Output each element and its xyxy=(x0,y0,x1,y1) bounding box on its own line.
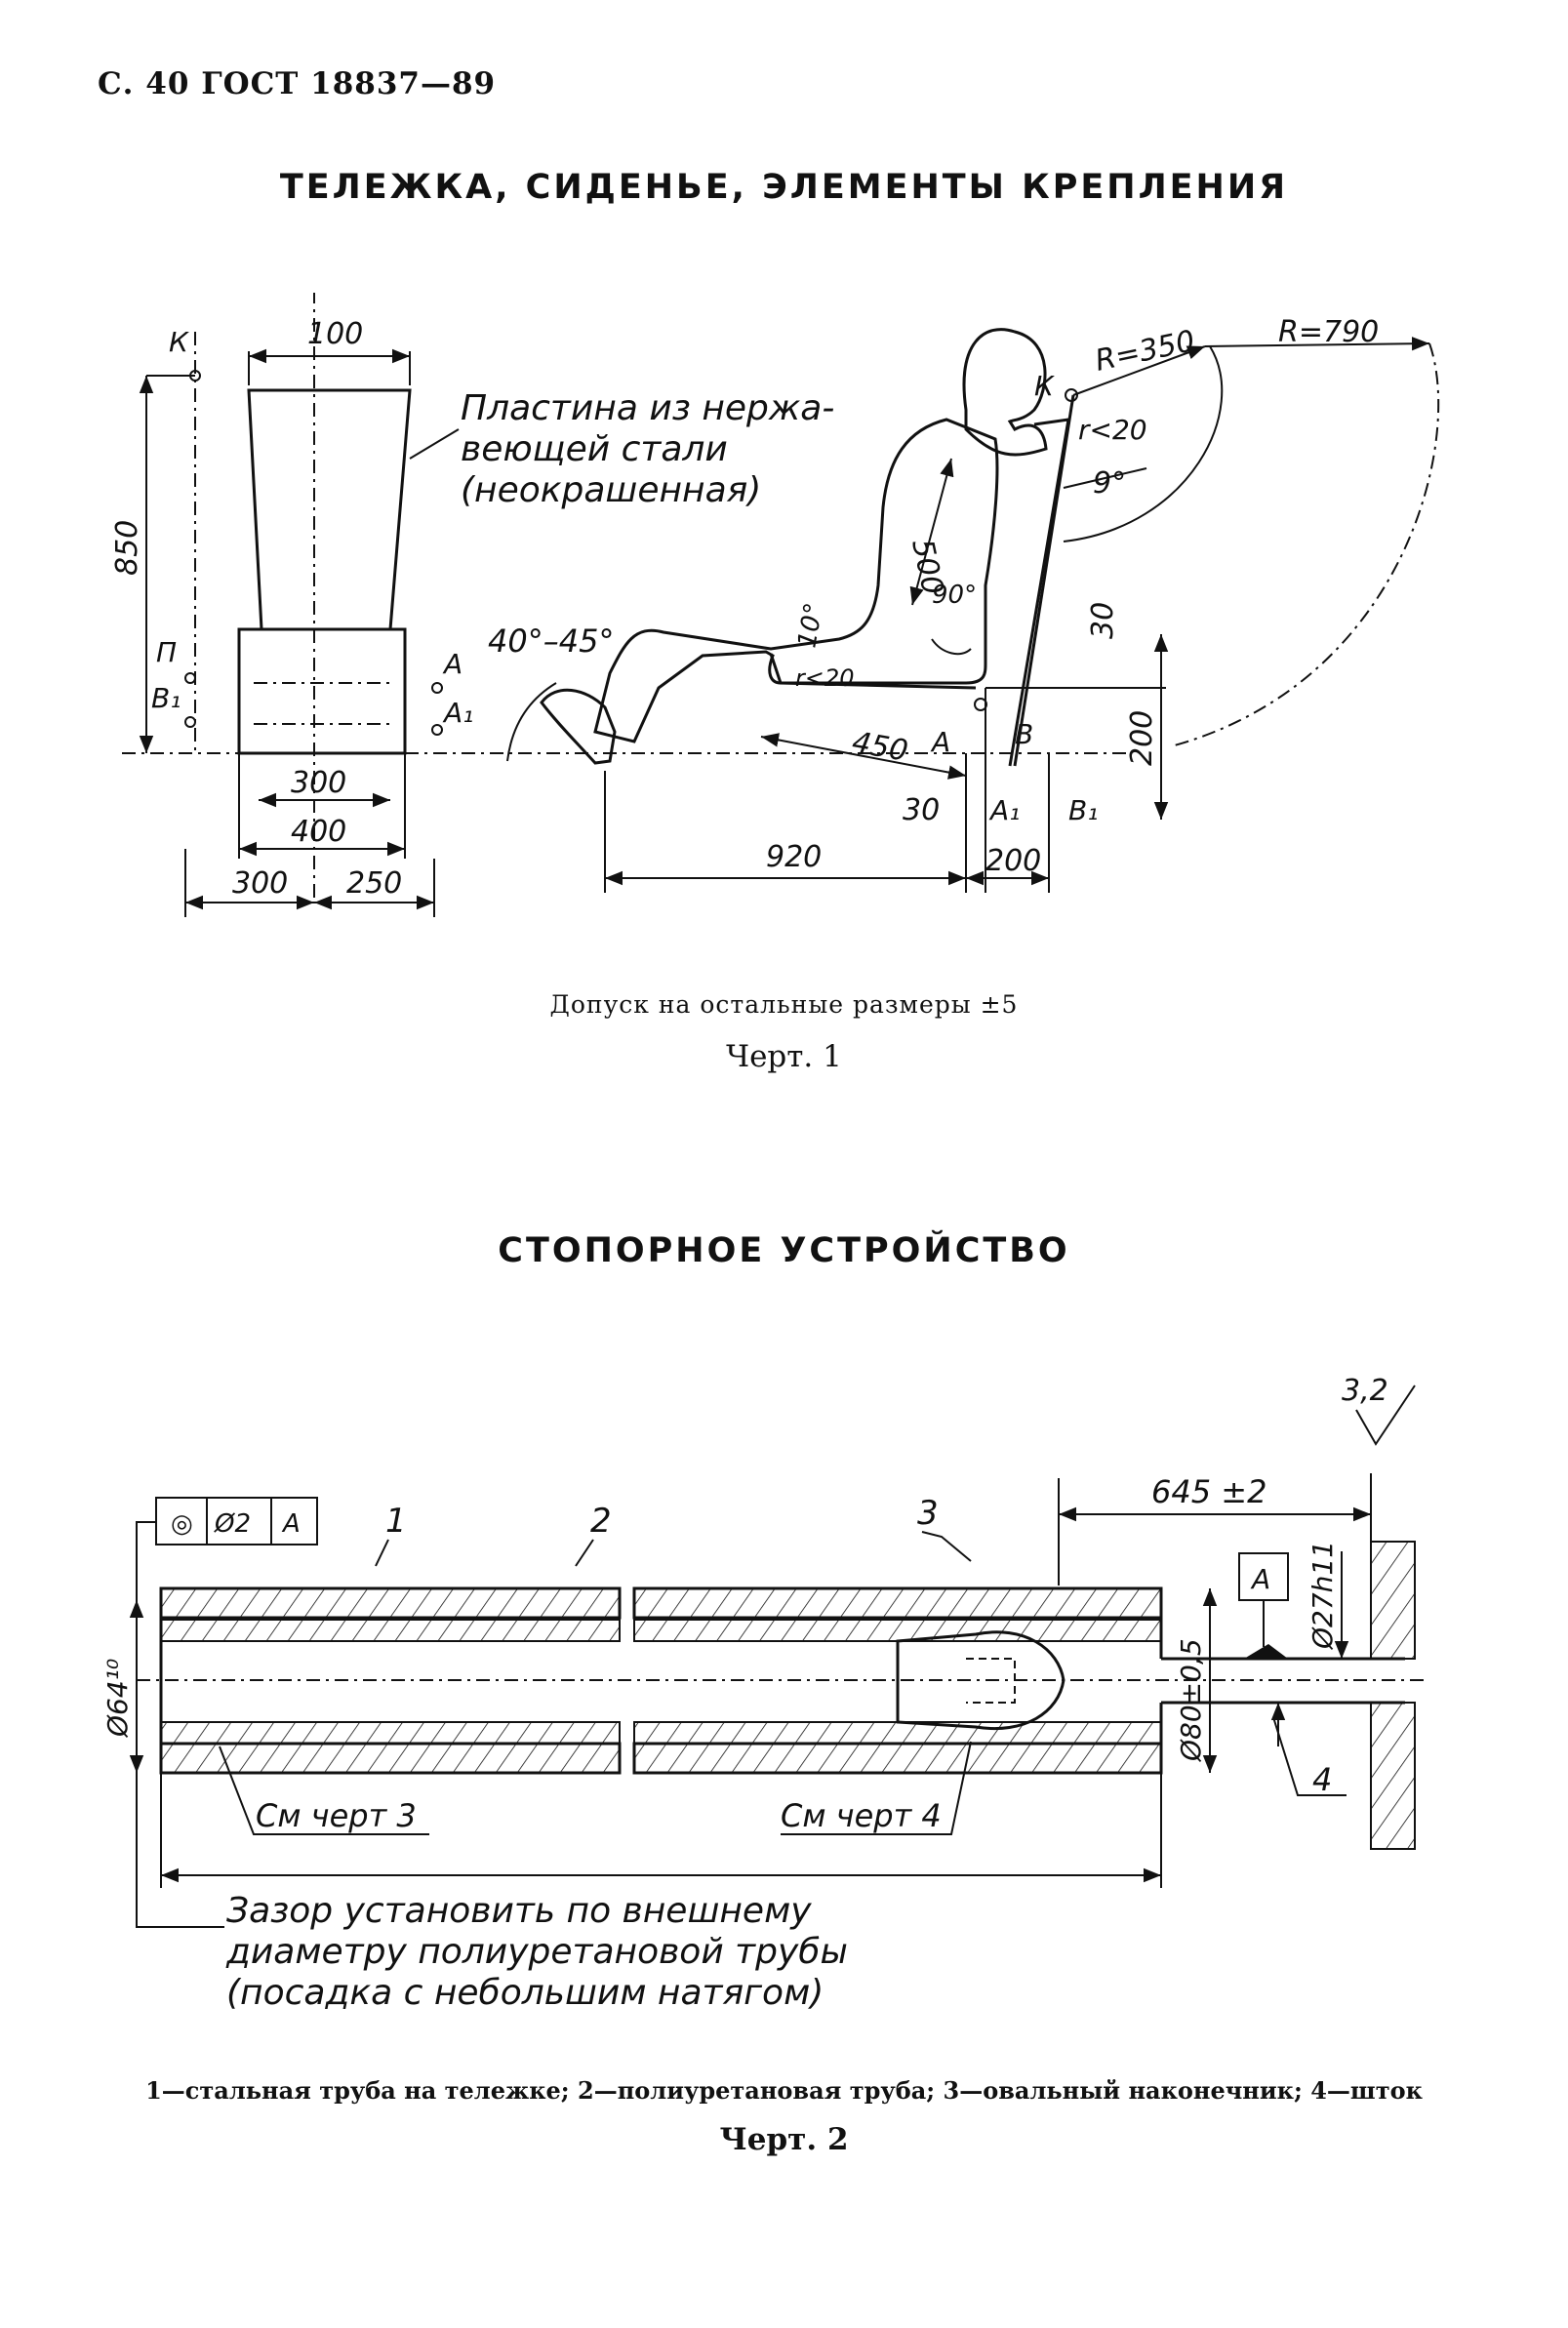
plate-label-3: (неокрашенная) xyxy=(461,470,761,510)
dim-90deg: 90° xyxy=(932,581,977,610)
dim-30-bottom: 30 xyxy=(903,793,940,827)
dummy-foot xyxy=(540,688,617,765)
plate-label-2: веющей стали xyxy=(461,429,728,469)
dim-200-right: 200 xyxy=(1125,710,1159,766)
point-B1-seat: В₁ xyxy=(1068,794,1098,826)
tol-symbol: ◎ xyxy=(171,1509,193,1539)
dim-30-right: 30 xyxy=(1086,602,1120,639)
tol-base: А xyxy=(281,1509,301,1539)
base-A: А xyxy=(1250,1563,1270,1595)
dim-R790: R=790 xyxy=(1278,315,1379,349)
dim-645: 645 ±2 xyxy=(1151,1473,1266,1510)
gap-note-2: диаметру полиуретановой трубы xyxy=(225,1932,848,1972)
caption-drawing-1: Черт. 1 xyxy=(726,1039,842,1074)
dim-920: 920 xyxy=(766,840,822,874)
drawing-stop-device: 3,2 645 ±2 ◎ Ø2 А 1 2 3 xyxy=(101,1374,1425,2013)
dim-9deg: 9° xyxy=(1093,466,1126,501)
point-K-right: К xyxy=(1034,370,1055,402)
dim-850: 850 xyxy=(110,520,144,576)
dim-400: 400 xyxy=(291,815,346,849)
callout-4: 4 xyxy=(1312,1761,1332,1798)
steel-plate xyxy=(247,388,412,631)
callout-1: 1 xyxy=(385,1502,407,1541)
dim-d-outer-left: Ø64¹⁰ xyxy=(101,1659,134,1738)
dim-300-left: 300 xyxy=(232,866,288,901)
point-B1-left: В₁ xyxy=(151,682,181,714)
point-A-block: А xyxy=(442,648,462,680)
dummy-head xyxy=(962,328,1048,457)
point-K-left: К xyxy=(169,326,189,358)
tolerance-note: Допуск на остальные размеры ±5 xyxy=(549,990,1019,1019)
dim-450: 450 xyxy=(850,725,910,768)
callout-2: 2 xyxy=(590,1502,612,1541)
dim-angle-40-45: 40°–45° xyxy=(488,622,614,660)
see-drawing-3: См черт 3 xyxy=(256,1797,417,1834)
dim-d80: Ø80±0,5 xyxy=(1175,1638,1207,1762)
dim-300-inner: 300 xyxy=(291,766,346,800)
section-title-1: ТЕЛЕЖКА, СИДЕНЬЕ, ЭЛЕМЕНТЫ КРЕПЛЕНИЯ xyxy=(279,168,1289,207)
point-A-seat: А xyxy=(930,726,950,758)
roughness-value: 3,2 xyxy=(1342,1374,1388,1408)
legend-parts: 1—стальная труба на тележке; 2—полиурета… xyxy=(145,2076,1423,2105)
callout-3: 3 xyxy=(917,1494,939,1533)
section-title-2: СТОПОРНОЕ УСТРОЙСТВО xyxy=(498,1231,1070,1270)
dim-100: 100 xyxy=(307,317,363,351)
dim-r20-back: r<20 xyxy=(1078,414,1147,446)
page-header: С. 40 ГОСТ 18837—89 xyxy=(98,66,497,101)
tol-value: Ø2 xyxy=(214,1509,251,1539)
plate-label-1: Пластина из нержа- xyxy=(461,388,834,428)
dim-200-bottom: 200 xyxy=(985,844,1041,878)
point-A1-block: А₁ xyxy=(442,697,473,729)
gap-note-3: (посадка с небольшим натягом) xyxy=(226,1973,824,2013)
point-B: В xyxy=(1015,718,1033,750)
dummy-body xyxy=(593,418,999,743)
point-A1-seat: А₁ xyxy=(988,794,1020,826)
see-drawing-4: См черт 4 xyxy=(781,1797,942,1834)
point-P: П xyxy=(156,636,177,668)
seat-back xyxy=(1008,418,1070,767)
caption-drawing-2: Черт. 2 xyxy=(719,2122,849,2157)
dim-R350: R=350 xyxy=(1092,324,1197,379)
cart-base xyxy=(237,627,407,755)
dim-d27: Ø27h11 xyxy=(1307,1541,1339,1650)
dim-250: 250 xyxy=(346,866,402,901)
gap-note-1: Зазор установить по внешнему xyxy=(226,1891,812,1931)
dim-r20-seat: r<20 xyxy=(795,664,855,692)
